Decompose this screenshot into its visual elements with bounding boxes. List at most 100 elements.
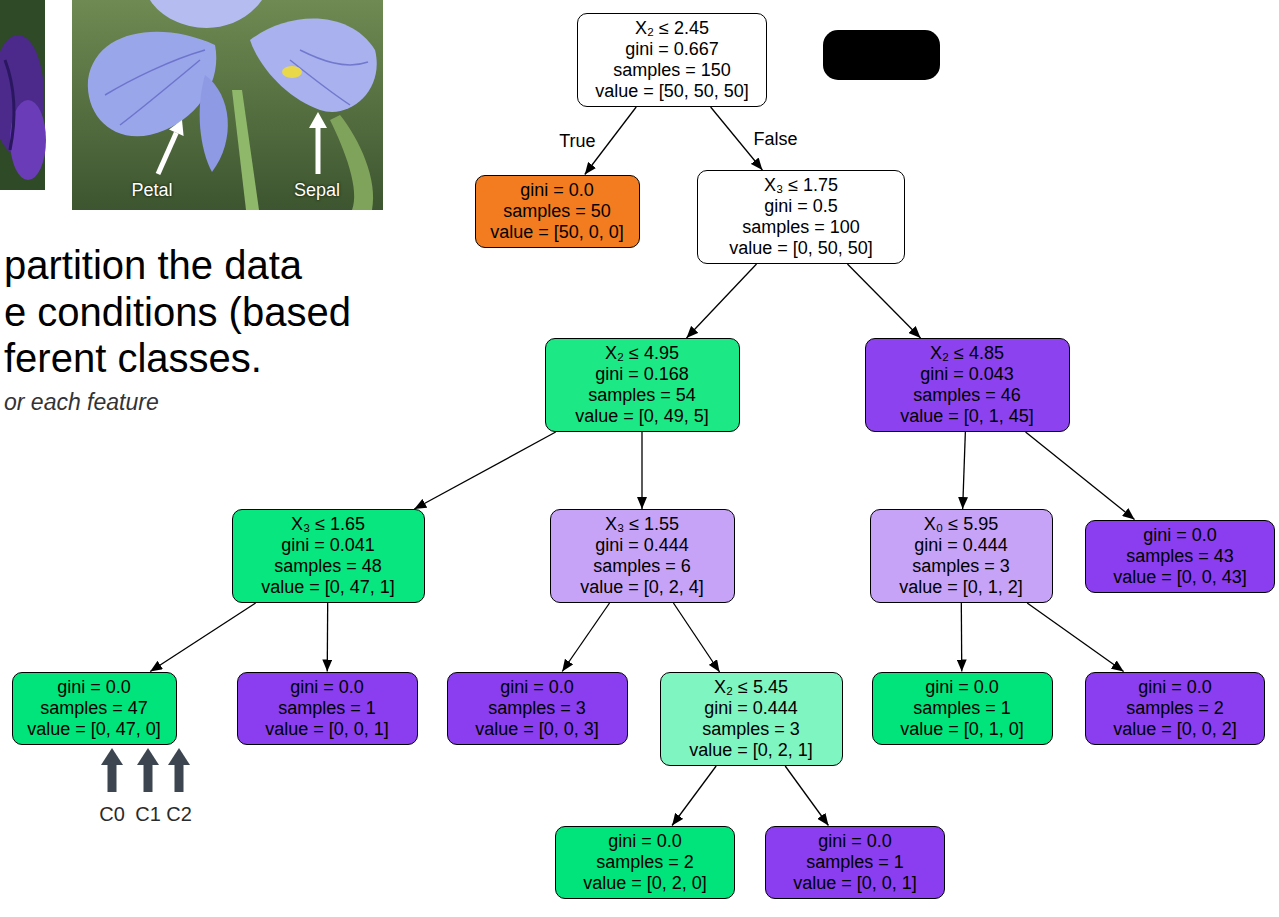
node-line: gini = 0.0 [1094, 677, 1256, 698]
up-arrow [101, 748, 123, 765]
node-line: samples = 3 [669, 719, 834, 740]
tree-edge [785, 766, 828, 826]
pointer-arrow [309, 112, 327, 128]
node-line: value = [0, 0, 2] [1094, 719, 1256, 740]
tree-edge [672, 766, 716, 826]
iris-petal [150, 0, 262, 28]
node-line: gini = 0.043 [874, 364, 1061, 385]
photo-label: Petal [131, 180, 172, 201]
node-line: samples = 1 [774, 852, 936, 873]
tree-edge [562, 603, 609, 672]
edge-label: True [556, 131, 598, 151]
node-line: gini = 0.0 [484, 180, 631, 201]
tree-edge [1027, 603, 1123, 672]
node-line: value = [0, 2, 1] [669, 740, 834, 761]
node-line: value = [0, 2, 0] [564, 873, 726, 894]
node-line: value = [0, 47, 0] [21, 719, 168, 740]
class-label: C1 [135, 802, 161, 826]
tree-edge [847, 264, 920, 338]
leaf-node: gini = 0.0samples = 50value = [50, 0, 0] [475, 175, 640, 248]
leaf-node: gini = 0.0samples = 1value = [0, 1, 0] [872, 672, 1053, 745]
tree-edge [686, 264, 756, 338]
tree-edge [963, 432, 966, 509]
node-line: samples = 46 [874, 385, 1061, 406]
iris-sepal [250, 19, 377, 112]
split-node: X₀ ≤ 5.95gini = 0.444samples = 3value = … [870, 509, 1053, 603]
pointer-arrow [316, 127, 321, 174]
iris-photo-left [0, 0, 46, 190]
node-line: X₂ ≤ 4.95 [554, 343, 731, 364]
tree-edge [1026, 432, 1135, 520]
petal-vein [5, 60, 14, 150]
node-line: X₂ ≤ 4.85 [874, 343, 1061, 364]
node-line: value = [0, 2, 4] [559, 577, 726, 598]
node-line: gini = 0.0 [456, 677, 619, 698]
node-line: value = [0, 0, 3] [456, 719, 619, 740]
node-line: value = [50, 0, 0] [484, 222, 631, 243]
edge-label: False [751, 129, 801, 149]
leaf-node: gini = 0.0samples = 47value = [0, 47, 0] [12, 672, 177, 745]
node-line: samples = 150 [586, 60, 758, 81]
up-arrow [175, 764, 184, 792]
node-line: X₃ ≤ 1.55 [559, 514, 726, 535]
slide-text: partition the data [4, 242, 302, 289]
node-line: value = [0, 0, 1] [246, 719, 409, 740]
node-line: gini = 0.0 [246, 677, 409, 698]
node-line: X₂ ≤ 2.45 [586, 18, 758, 39]
class-label: C2 [166, 802, 192, 826]
node-line: value = [0, 49, 5] [554, 406, 731, 427]
class-pointers [101, 748, 190, 792]
tree-edge [150, 603, 255, 672]
tree-edge [961, 603, 963, 672]
node-line: samples = 2 [1094, 698, 1256, 719]
leaf-node: gini = 0.0samples = 1value = [0, 0, 1] [237, 672, 418, 745]
split-node: X₃ ≤ 1.75gini = 0.5samples = 100value = … [697, 170, 905, 264]
node-line: samples = 1 [246, 698, 409, 719]
node-line: samples = 54 [554, 385, 731, 406]
iris-petal [200, 75, 228, 172]
node-line: X₀ ≤ 5.95 [879, 514, 1044, 535]
node-line: samples = 47 [21, 698, 168, 719]
up-arrow [108, 764, 117, 792]
up-arrow [137, 748, 159, 765]
node-line: gini = 0.0 [881, 677, 1044, 698]
node-line: value = [0, 1, 0] [881, 719, 1044, 740]
node-line: gini = 0.667 [586, 39, 758, 60]
photo-ground [72, 0, 383, 210]
tree-edge [641, 432, 642, 509]
node-line: gini = 0.444 [559, 535, 726, 556]
split-node: X₂ ≤ 2.45gini = 0.667samples = 150value … [577, 13, 767, 107]
node-line: value = [0, 1, 2] [879, 577, 1044, 598]
iris-photo-right [72, 0, 383, 210]
tree-edge [673, 603, 719, 672]
leaf-node: gini = 0.0samples = 43value = [0, 0, 43] [1085, 520, 1275, 593]
node-line: value = [50, 50, 50] [586, 81, 758, 102]
node-line: value = [0, 0, 43] [1094, 567, 1266, 588]
petal-vein [105, 50, 368, 125]
redaction-block [823, 30, 940, 80]
node-line: samples = 1 [881, 698, 1044, 719]
split-node: X₂ ≤ 4.95gini = 0.168samples = 54value =… [545, 338, 740, 432]
node-line: gini = 0.0 [564, 831, 726, 852]
node-line: X₂ ≤ 5.45 [669, 677, 834, 698]
split-node: X₃ ≤ 1.65gini = 0.041samples = 48value =… [232, 509, 425, 603]
slide-text: or each feature [4, 389, 159, 416]
node-line: gini = 0.168 [554, 364, 731, 385]
node-line: value = [0, 47, 1] [241, 577, 416, 598]
node-line: value = [0, 1, 45] [874, 406, 1061, 427]
node-line: X₃ ≤ 1.75 [706, 175, 896, 196]
slide-text: e conditions (based [4, 289, 351, 336]
leaf-node: gini = 0.0samples = 1value = [0, 0, 1] [765, 826, 945, 899]
up-arrow [168, 748, 190, 765]
leaf-node: gini = 0.0samples = 2value = [0, 2, 0] [555, 826, 735, 899]
node-line: gini = 0.444 [669, 698, 834, 719]
node-line: gini = 0.0 [1094, 525, 1266, 546]
node-line: samples = 3 [456, 698, 619, 719]
split-node: X₂ ≤ 5.45gini = 0.444samples = 3value = … [660, 672, 843, 766]
tree-edge [327, 603, 329, 672]
node-line: X₃ ≤ 1.65 [241, 514, 416, 535]
node-line: samples = 6 [559, 556, 726, 577]
node-line: gini = 0.444 [879, 535, 1044, 556]
